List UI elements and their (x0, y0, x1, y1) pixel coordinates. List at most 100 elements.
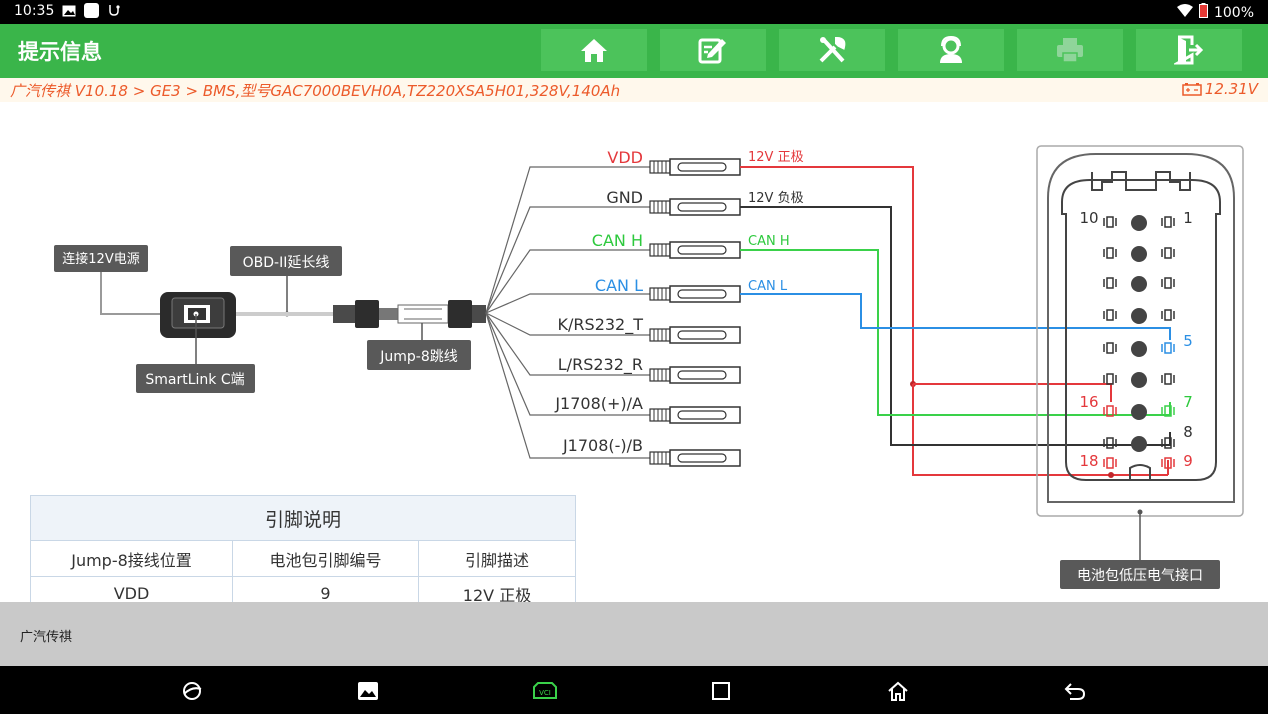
vehicle-path: 广汽传祺 V10.18 > GE3 > BMS,型号GAC7000BEVH0A,… (10, 82, 621, 100)
lead-label-k-rs232: K/RS232_T (558, 315, 644, 335)
header-bar: 提示信息 (0, 24, 1268, 78)
pin-contact (1103, 277, 1117, 289)
table-caption: 引脚说明 (30, 495, 576, 541)
svg-text:VCI: VCI (539, 689, 551, 697)
battery-port-callout-text: 电池包低压电气接口 (1077, 567, 1203, 584)
browser-icon (183, 682, 202, 700)
battery-port-callout (1060, 560, 1220, 589)
tools-icon (819, 36, 846, 63)
exit-button[interactable] (1136, 29, 1242, 71)
wire-gnd (740, 206, 1171, 446)
vci-icon: VCI (533, 682, 557, 699)
obd-extension-callout (230, 246, 342, 276)
back-icon (1064, 683, 1086, 700)
pin-label-8: 8 (1183, 423, 1193, 441)
battery-level: 100% (1213, 4, 1254, 21)
exit-icon (1174, 35, 1204, 65)
pin-contact (1161, 309, 1175, 321)
table-header: 电池包引脚编号 (232, 540, 419, 577)
battery-icon (1198, 3, 1208, 22)
lead-plug (649, 198, 741, 216)
gallery-notification-icon (62, 5, 76, 21)
breadcrumb: 广汽传祺 V10.18 > GE3 > BMS,型号GAC7000BEVH0A,… (0, 78, 1268, 102)
status-bar: 10:35 100% (0, 0, 1268, 24)
pin-contact (1161, 437, 1175, 449)
pin-contact (1161, 457, 1175, 469)
vci-button[interactable]: VCI (532, 678, 558, 704)
pin-contact (1103, 405, 1117, 417)
lead-plugs (649, 158, 741, 467)
smartlink-callout (136, 364, 255, 393)
lead-plug (649, 326, 741, 344)
smartlink-device (160, 292, 236, 338)
gallery-button[interactable] (355, 678, 381, 704)
pin-description-table: 引脚说明 Jump-8接线位置 电池包引脚编号 引脚描述 VDD 9 12V 正… (30, 495, 576, 602)
power-callout-text: 连接12V电源 (62, 251, 139, 267)
pin-contact (1103, 373, 1117, 385)
footer-label: 广汽传祺 (20, 630, 73, 645)
recent-apps-icon (712, 682, 730, 700)
table-cell: VDD (30, 576, 233, 602)
power-callout (54, 245, 148, 272)
lead-plug (649, 285, 741, 303)
pin-contact (1161, 247, 1175, 259)
lead-label-can-h: CAN H (592, 231, 643, 250)
pin-label-18: 18 (1079, 452, 1098, 470)
lead-label-vdd: VDD (607, 148, 643, 167)
table-row: VDD 9 12V 正极 (30, 576, 576, 602)
home-button[interactable] (541, 29, 647, 71)
lead-plug (649, 449, 741, 467)
page-title: 提示信息 (18, 40, 102, 64)
voltage-value: 12.31V (1204, 80, 1258, 98)
pin-contact (1103, 309, 1117, 321)
support-icon (940, 35, 962, 63)
voltage-readout: 12.31V (1182, 80, 1258, 98)
jump8-callout (367, 340, 471, 370)
pin-label-16: 16 (1079, 393, 1098, 411)
footer-bar: 广汽传祺 (0, 602, 1268, 666)
lead-label-l-rs232: L/RS232_R (558, 355, 643, 375)
tools-button[interactable] (779, 29, 885, 71)
home-icon (581, 39, 607, 62)
pin-contact (1103, 247, 1117, 259)
recent-apps-button[interactable] (708, 678, 734, 704)
jump8-callout-text: Jump-8跳线 (379, 349, 458, 365)
pin-label-7: 7 (1183, 393, 1193, 411)
lead-label-j1708-plus: J1708(+)/A (554, 394, 643, 413)
wire-label-gnd: 12V 负极 (748, 191, 804, 206)
obd-connector (333, 300, 486, 328)
pin-contact (1161, 405, 1175, 417)
edit-report-button[interactable] (660, 29, 766, 71)
wire-label-vdd: 12V 正极 (748, 150, 804, 165)
wifi-icon (1176, 4, 1193, 21)
lead-plug (649, 241, 741, 259)
clock: 10:35 (14, 3, 55, 19)
wire-label-can-h: CAN H (748, 234, 790, 249)
obd-extension-callout-text: OBD-II延长线 (243, 255, 330, 271)
pin-contact (1161, 277, 1175, 289)
diagnostic-notification-icon (107, 4, 121, 22)
pin-contact (1161, 216, 1175, 228)
table-cell: 12V 正极 (418, 576, 576, 602)
pin-contact (1161, 373, 1175, 385)
diagram-content[interactable]: 连接12V电源 OBD-II延长线 SmartLink C端 (0, 102, 1268, 602)
app-notification-icon (84, 3, 99, 22)
browser-button[interactable] (179, 678, 205, 704)
pin-contact (1103, 437, 1117, 449)
pin-contact (1161, 342, 1175, 354)
wire-label-can-l: CAN L (748, 279, 788, 294)
system-nav-bar: VCI (0, 666, 1268, 714)
pin-label-9: 9 (1183, 452, 1193, 470)
smartlink-callout-text: SmartLink C端 (145, 372, 244, 388)
wire-can-h (740, 249, 1171, 416)
lead-plug (649, 158, 741, 176)
print-button[interactable] (1017, 29, 1123, 71)
table-header: Jump-8接线位置 (30, 540, 233, 577)
print-icon (1057, 38, 1083, 63)
wire-can-l (740, 293, 1171, 340)
home-nav-button[interactable] (885, 678, 911, 704)
lead-label-can-l: CAN L (595, 276, 643, 295)
back-button[interactable] (1062, 678, 1088, 704)
support-button[interactable] (898, 29, 1004, 71)
lead-label-j1708-minus: J1708(-)/B (562, 436, 643, 455)
